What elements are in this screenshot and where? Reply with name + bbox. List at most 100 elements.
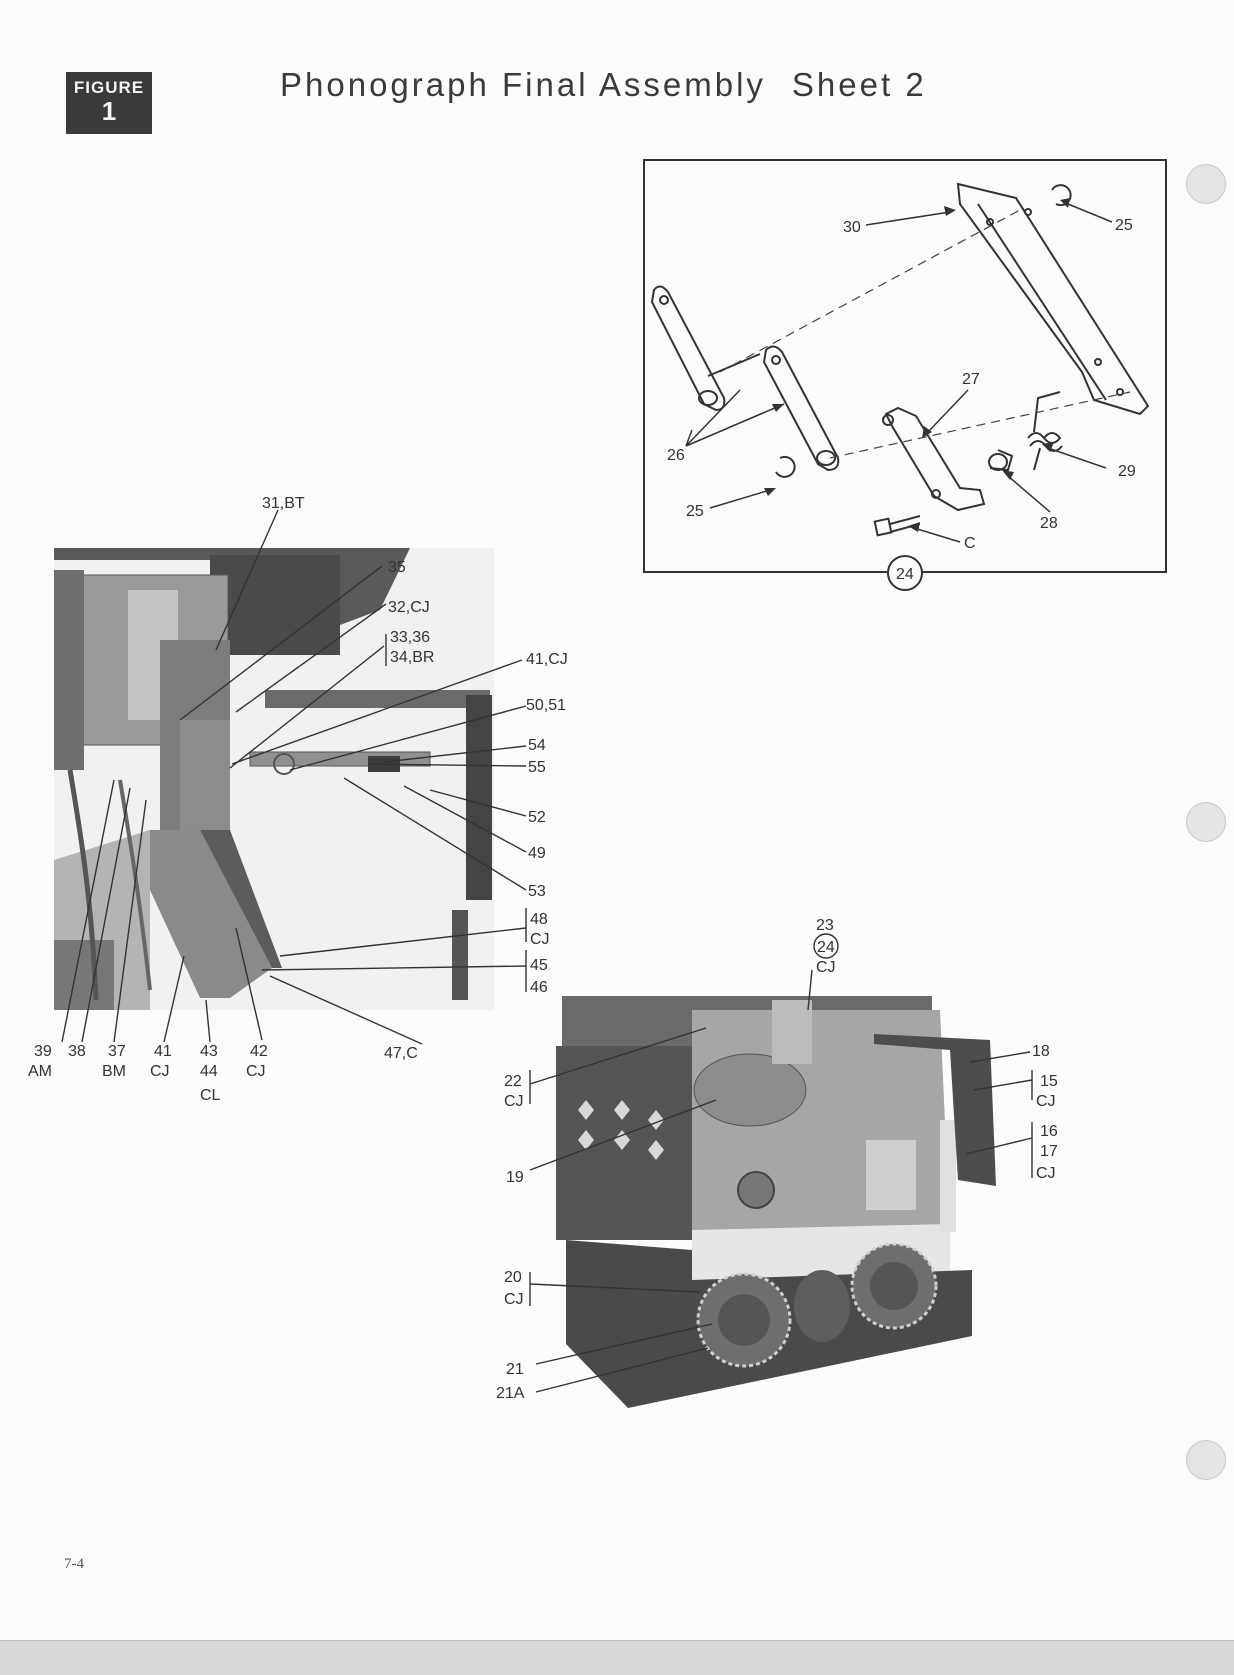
photo-right-bracket [452,910,468,1000]
label-34-br: 34,BR [390,649,434,666]
label-22: 22 [504,1073,522,1090]
label-am: AM [28,1063,52,1080]
label-17: 17 [1040,1143,1058,1160]
label-37: 37 [108,1043,126,1060]
photo-lower-corner [54,940,114,1010]
label-29: 29 [1118,463,1136,480]
label-20-cj: CJ [504,1291,524,1308]
label-42: 42 [250,1043,268,1060]
assembly-axis-lines [719,209,1131,459]
photo-upper-housing [210,555,340,655]
label-21: 21 [506,1361,524,1378]
figure-badge-number: 1 [101,96,117,126]
label-53: 53 [528,883,546,900]
cabinet-labels: 23 24 CJ 22 CJ 18 15 CJ 16 17 CJ 19 20 C… [496,917,1058,1402]
cabinet-speaker-left-cone [718,1294,770,1346]
cabinet-amplifier [866,1140,916,1210]
label-C: C [964,535,976,552]
label-45: 45 [530,957,548,974]
label-46: 46 [530,979,548,996]
binder-hole-middle [1186,802,1226,842]
label-15: 15 [1040,1073,1058,1090]
label-28: 28 [1040,515,1058,532]
page-number: 7-4 [64,1556,84,1572]
inset-reference-circle [887,555,923,591]
label-43: 43 [200,1043,218,1060]
page-bottom-edge [0,1640,1234,1675]
cabinet-grille-pattern [578,1100,664,1160]
photo-cable-2 [118,779,152,991]
cabinet-center-speaker [794,1270,850,1342]
label-32-cj: 32,CJ [388,599,430,616]
label-41: 41 [154,1043,172,1060]
retaining-clip-part [775,184,1072,478]
lever-part [882,406,986,512]
bracket-part [956,182,1150,416]
label-17-cj: CJ [1036,1165,1056,1182]
page-title: Phonograph Final Assembly Sheet 2 [280,66,927,104]
label-21a: 21A [496,1385,525,1402]
label-24: 24 [817,939,835,956]
label-23: 23 [816,917,834,934]
label-24-circle [813,933,839,959]
label-31-bt: 31,BT [262,495,305,512]
label-41-cj: CJ [150,1063,170,1080]
label-cl: CL [200,1087,221,1104]
inset-leader-lines [685,203,1113,543]
photo-left-wall [54,570,84,770]
label-30: 30 [843,219,861,236]
link-arm-part [650,285,840,472]
cabinet-record-changer [693,1053,807,1127]
label-15-cj: CJ [1036,1093,1056,1110]
figure-badge: FIGURE 1 [66,72,152,134]
label-54: 54 [528,737,546,754]
title-main: Phonograph Final Assembly [280,66,766,103]
binder-hole-bottom [1186,1440,1226,1480]
label-35: 35 [388,559,406,576]
cabinet-photo [556,996,996,1408]
label-47-c: 47,C [384,1045,418,1062]
inset-exploded-view: 24 30 25 26 27 29 25 28 C [643,159,1167,591]
label-20: 20 [504,1269,522,1286]
cabinet-turntable-hub [737,1171,775,1209]
label-19: 19 [506,1169,524,1186]
inset-arrowheads [764,198,1070,532]
label-52: 52 [528,809,546,826]
label-50-51: 50,51 [526,697,566,714]
label-26: 26 [667,447,685,464]
title-sheet: Sheet 2 [791,66,927,103]
label-39: 39 [34,1043,52,1060]
photo-chute-edge [200,830,282,968]
photo-right-post [466,695,492,900]
label-16: 16 [1040,1123,1058,1140]
mechanism-photo [54,548,494,1010]
inset-frame [643,159,1167,573]
spring-part [1027,391,1063,471]
cabinet-lid [874,1034,996,1186]
binder-hole-top [1186,164,1226,204]
label-23-cj: CJ [816,959,836,976]
label-25-top: 25 [1115,217,1133,234]
photo-top-rail [265,690,490,708]
inset-circle-label: 24 [896,566,914,583]
label-bm: BM [102,1063,126,1080]
photo-cable [67,769,99,1001]
cabinet-top-unit [772,1000,812,1064]
label-42-cj: CJ [246,1063,266,1080]
photo-motor-block [180,720,230,830]
photo-chute [150,830,272,998]
cabinet-inner-post [940,1120,956,1232]
label-49: 49 [528,845,546,862]
label-41-cj-top: 41,CJ [526,651,568,668]
mechanism-leader-lines [61,509,527,1045]
mechanism-labels: 31,BT 35 32,CJ 33,36 34,BR 41,CJ 50,51 5… [28,495,568,1104]
bushing-part [988,449,1014,472]
label-44: 44 [200,1063,218,1080]
label-33-36: 33,36 [390,629,430,646]
label-25-bottom: 25 [686,503,704,520]
label-48: 48 [530,911,548,928]
label-48-cj: CJ [530,931,550,948]
label-55: 55 [528,759,546,776]
label-38: 38 [68,1043,86,1060]
